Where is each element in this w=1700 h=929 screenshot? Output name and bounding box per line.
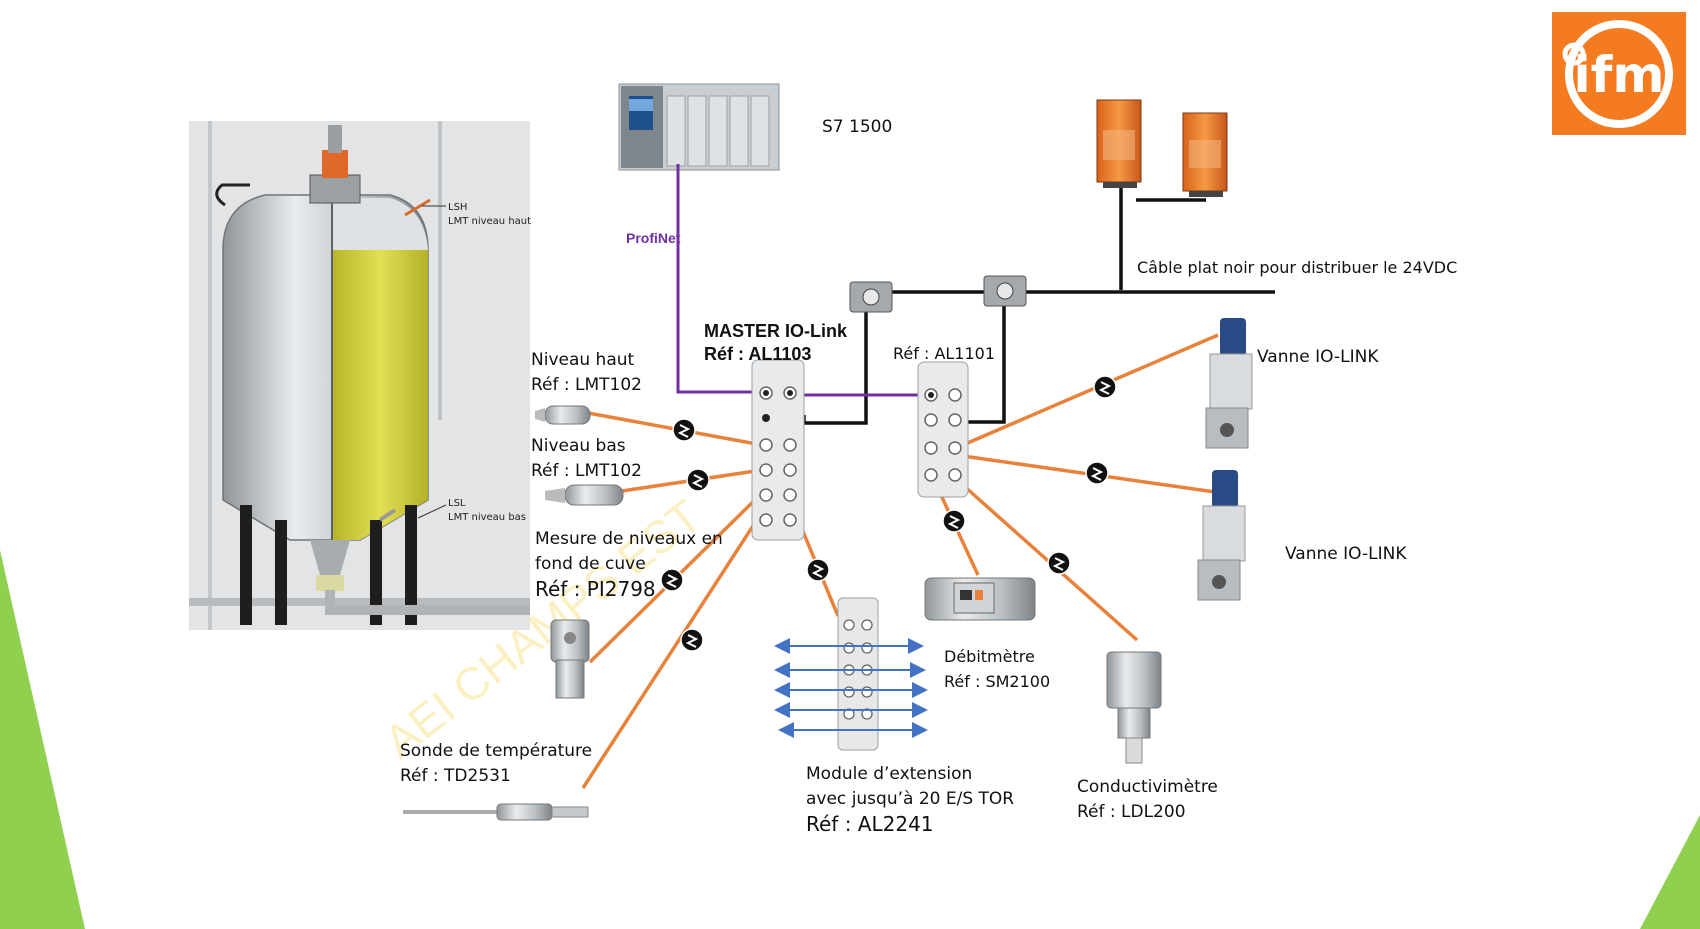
power-supply-right <box>1182 112 1228 197</box>
second-master-label: Réf : AL1101 <box>893 344 996 363</box>
master-title-line1: MASTER IO-Link <box>704 321 847 341</box>
pressure-level-sensor <box>550 619 590 699</box>
iolink-master-al1101 <box>917 361 969 498</box>
corner-decoration-left <box>0 550 85 929</box>
tank-label-lsh: LSH <box>448 202 468 213</box>
cable-tap-right <box>983 275 1027 307</box>
level-measure-label: Mesure de niveaux en fond de cuve Réf : … <box>535 527 723 602</box>
tank-label-lmt-high: LMT niveau haut <box>448 216 532 227</box>
level-high-ref: Réf : LMT102 <box>531 375 642 395</box>
master-title-line2: Réf : AL1103 <box>704 344 812 364</box>
tank-label-lsl: LSL <box>448 498 466 509</box>
conductivity-name: Conductivimètre <box>1077 777 1218 797</box>
flowmeter-ref: Réf : SM2100 <box>944 672 1051 691</box>
svg-text:ifm: ifm <box>1574 46 1665 104</box>
extension-module-desc: avec jusqu’à 20 E/S TOR <box>806 789 1015 809</box>
level-low-label: Niveau bas Réf : LMT102 <box>531 434 642 484</box>
conductivity-meter <box>1106 651 1162 764</box>
plc-rack <box>618 83 780 171</box>
flowmeter <box>924 577 1036 621</box>
temperature-probe <box>403 803 589 821</box>
io-arrows <box>774 638 928 738</box>
plc-label: S7 1500 <box>822 117 893 137</box>
valve-top <box>1205 318 1253 449</box>
tank-label-bottom: LSL LMT niveau bas <box>448 497 526 525</box>
level-sensor-high <box>535 405 591 425</box>
tank-callout-bottom <box>417 504 447 519</box>
ifm-logo: ifm <box>1552 12 1686 135</box>
corner-decoration-right <box>1640 815 1700 929</box>
iolink-master-al1103 <box>751 359 805 541</box>
tank-illustration <box>189 121 530 630</box>
extension-module-label: Module d’extension avec jusqu’à 20 E/S T… <box>806 762 1014 837</box>
flowmeter-label: Débitmètre Réf : SM2100 <box>944 644 1050 694</box>
iolink-symbol-marks <box>665 381 1112 648</box>
level-high-label: Niveau haut Réf : LMT102 <box>531 348 642 398</box>
level-sensor-low <box>545 484 624 506</box>
level-measure-ref: Réf : PI2798 <box>535 577 656 601</box>
conductivity-ref: Réf : LDL200 <box>1077 802 1186 822</box>
power-cable-label: Câble plat noir pour distribuer le 24VDC <box>1137 258 1458 277</box>
level-measure-line2: fond de cuve <box>535 554 646 574</box>
level-low-name: Niveau bas <box>531 436 626 456</box>
level-high-name: Niveau haut <box>531 350 635 370</box>
level-measure-line1: Mesure de niveaux en <box>535 529 723 549</box>
temperature-name: Sonde de température <box>400 741 593 761</box>
extension-module-al2241 <box>837 597 879 751</box>
profinet-cable <box>676 164 925 397</box>
valve-top-label: Vanne IO-LINK <box>1257 347 1379 367</box>
temperature-label: Sonde de température Réf : TD2531 <box>400 739 592 789</box>
level-low-ref: Réf : LMT102 <box>531 461 642 481</box>
profinet-label: ProfiNet <box>626 230 681 246</box>
flowmeter-name: Débitmètre <box>944 647 1035 666</box>
extension-module-ref: Réf : AL2241 <box>806 812 934 836</box>
cable-tap-left <box>849 281 893 313</box>
tank-label-top: LSH LMT niveau haut <box>448 201 531 229</box>
valve-bottom <box>1197 470 1246 601</box>
tank-label-lmt-low: LMT niveau bas <box>448 512 527 523</box>
power-supply-left <box>1096 99 1142 188</box>
master-title: MASTER IO-Link Réf : AL1103 <box>704 320 847 366</box>
temperature-ref: Réf : TD2531 <box>400 766 511 786</box>
iolink-symbols <box>660 375 1117 652</box>
extension-module-name: Module d’extension <box>806 764 973 784</box>
conductivity-label: Conductivimètre Réf : LDL200 <box>1077 775 1218 825</box>
valve-bottom-label: Vanne IO-LINK <box>1285 544 1407 564</box>
